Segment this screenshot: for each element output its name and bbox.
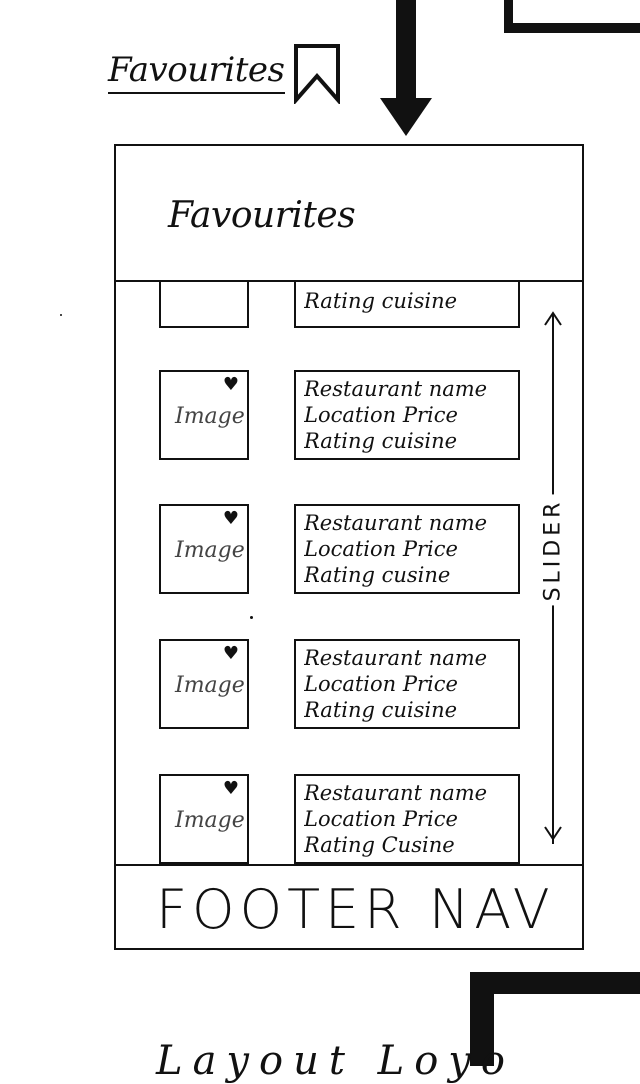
restaurant-name: Restaurant name [304, 781, 488, 805]
rating-cuisine: Rating cusine [304, 563, 451, 587]
restaurant-name: Restaurant name [304, 646, 488, 670]
phone-frame: Favourites Rating cuisine ♥ Image Restau… [114, 144, 584, 950]
rating-cuisine: Rating cuisine [304, 429, 458, 453]
restaurant-image[interactable]: ♥ Image [159, 774, 249, 864]
restaurant-info[interactable]: Restaurant name Location Price Rating cu… [294, 370, 520, 460]
restaurant-name: Restaurant name [304, 511, 488, 535]
stray-dot [250, 616, 253, 619]
location-price: Location Price [304, 672, 458, 696]
heart-icon[interactable]: ♥ [222, 643, 239, 664]
bottom-cutoff-text: Layout Loyo [156, 1038, 515, 1084]
footer-nav[interactable]: FOOTER NAV [116, 864, 582, 950]
image-placeholder-label: Image [175, 808, 245, 833]
stray-dot [60, 314, 62, 316]
rating-cuisine: Rating cuisine [304, 698, 458, 722]
page-title: Favourites [108, 50, 285, 94]
slider-up-arrowhead-icon [544, 311, 562, 326]
footer-nav-label: FOOTER NAV [156, 878, 555, 941]
restaurant-info[interactable]: Restaurant name Location Price Rating cu… [294, 639, 520, 729]
slider-label: SLIDER [540, 494, 566, 606]
adjacent-frame-corner [504, 0, 640, 33]
image-placeholder-label: Image [175, 404, 245, 429]
app-header: Favourites [116, 146, 582, 282]
adjacent-frame-corner [470, 972, 640, 1066]
heart-icon[interactable]: ♥ [222, 778, 239, 799]
restaurant-image[interactable]: ♥ Image [159, 639, 249, 729]
image-placeholder-label: Image [175, 673, 245, 698]
restaurant-info[interactable]: Restaurant name Location Price Rating cu… [294, 504, 520, 594]
header-title: Favourites [168, 195, 356, 236]
restaurant-info[interactable]: Restaurant name Location Price Rating Cu… [294, 774, 520, 864]
bookmark-icon [294, 44, 340, 104]
rating-cuisine: Rating Cusine [304, 833, 455, 857]
restaurant-image[interactable]: ♥ Image [159, 504, 249, 594]
location-price: Location Price [304, 537, 458, 561]
location-price: Location Price [304, 403, 458, 427]
down-arrow-icon [380, 0, 432, 136]
heart-icon[interactable]: ♥ [222, 374, 239, 395]
favourites-list[interactable]: Rating cuisine ♥ Image Restaurant name L… [116, 282, 582, 864]
restaurant-name: Restaurant name [304, 377, 488, 401]
slider-down-arrowhead-icon [544, 826, 562, 841]
image-placeholder-label: Image [175, 538, 245, 563]
info-line: Rating cuisine [304, 289, 458, 313]
restaurant-image[interactable] [159, 282, 249, 328]
location-price: Location Price [304, 807, 458, 831]
restaurant-info[interactable]: Rating cuisine [294, 282, 520, 328]
heart-icon[interactable]: ♥ [222, 508, 239, 529]
restaurant-image[interactable]: ♥ Image [159, 370, 249, 460]
